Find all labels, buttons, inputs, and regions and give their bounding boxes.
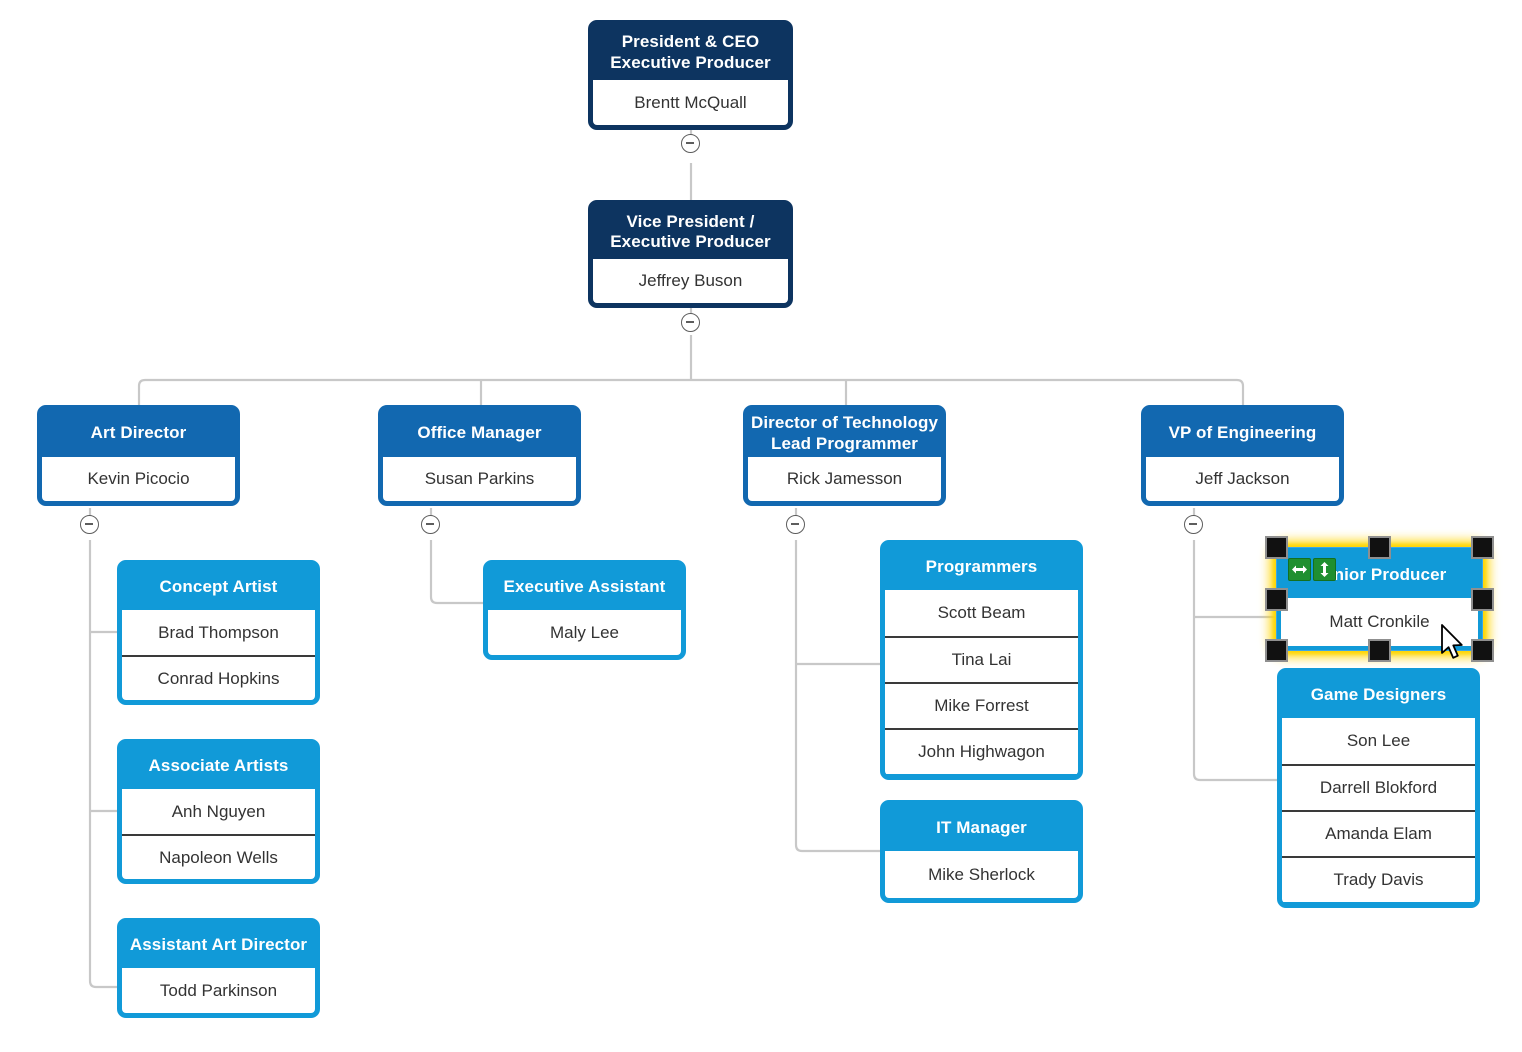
node-title-line1: Associate Artists [148,756,289,776]
node-director-of-technology[interactable]: Director of Technology Lead Programmer R… [743,405,946,506]
node-office-manager[interactable]: Office Manager Susan Parkins [378,405,581,506]
node-title: Director of Technology Lead Programmer [748,410,941,457]
node-title-line1: Director of Technology [750,413,938,433]
node-name-row: Maly Lee [488,610,681,655]
node-title: Office Manager [383,410,576,457]
node-name-row: Scott Beam [885,590,1078,636]
collapse-button-vp-of-engineering[interactable] [1184,515,1203,534]
node-name-row: Susan Parkins [383,457,576,501]
node-president-ceo[interactable]: President & CEO Executive Producer Brent… [588,20,793,130]
node-title: Vice President / Executive Producer [593,205,788,259]
collapse-button-office-manager[interactable] [421,515,440,534]
node-title-line1: Art Director [90,423,187,443]
node-title-line1: Senior Producer [1312,564,1447,584]
node-name-row: Conrad Hopkins [122,655,315,700]
resize-handle-middle-right[interactable] [1471,588,1494,611]
node-name-row: Brad Thompson [122,610,315,655]
node-title-line1: VP of Engineering [1168,423,1317,443]
node-title-line2: Lead Programmer [771,433,918,453]
node-title-line1: Executive Assistant [503,577,666,597]
node-concept-artist[interactable]: Concept Artist Brad Thompson Conrad Hopk… [117,560,320,705]
node-title-line1: Office Manager [417,423,542,443]
collapse-button-art-director[interactable] [80,515,99,534]
node-title: Concept Artist [122,565,315,610]
node-name-row: Darrell Blokford [1282,764,1475,810]
node-name-row: Mike Sherlock [885,851,1078,898]
node-title: VP of Engineering [1146,410,1339,457]
resize-handle-middle-left[interactable] [1265,588,1288,611]
node-name-row: Tina Lai [885,636,1078,682]
node-executive-assistant[interactable]: Executive Assistant Maly Lee [483,560,686,660]
collapse-button-director-of-technology[interactable] [786,515,805,534]
node-title-line1: President & CEO [621,32,760,52]
resize-handle-bottom-right[interactable] [1471,639,1494,662]
node-name-row: Rick Jamesson [748,457,941,501]
node-name-row: Brentt McQuall [593,80,788,125]
node-it-manager[interactable]: IT Manager Mike Sherlock [880,800,1083,903]
node-assistant-art-director[interactable]: Assistant Art Director Todd Parkinson [117,918,320,1018]
node-title-line2: Executive Producer [610,232,771,251]
node-associate-artists[interactable]: Associate Artists Anh Nguyen Napoleon We… [117,739,320,884]
resize-handle-bottom-left[interactable] [1265,639,1288,662]
node-name-row: Trady Davis [1282,856,1475,902]
node-title: Programmers [885,545,1078,590]
node-title-line2: Executive Producer [610,52,771,72]
node-name-row: Todd Parkinson [122,968,315,1013]
node-title: Associate Artists [122,744,315,789]
node-title-line1: Assistant Art Director [129,935,308,955]
resize-horizontal-icon[interactable] [1288,558,1311,581]
node-title-line1: Concept Artist [159,577,278,597]
node-name-row: Kevin Picocio [42,457,235,501]
node-name-row: Mike Forrest [885,682,1078,728]
resize-handle-top-right[interactable] [1471,536,1494,559]
node-name-row: Jeffrey Buson [593,259,788,303]
node-title: President & CEO Executive Producer [593,25,788,80]
node-title-line1: Game Designers [1310,685,1447,705]
node-name-row: Amanda Elam [1282,810,1475,856]
node-name-row: Jeff Jackson [1146,457,1339,501]
node-title: Art Director [42,410,235,457]
node-title-line1: Programmers [925,557,1038,577]
node-game-designers[interactable]: Game Designers Son Lee Darrell Blokford … [1277,668,1480,908]
resize-handle-bottom-center[interactable] [1368,639,1391,662]
node-vice-president[interactable]: Vice President / Executive Producer Jeff… [588,200,793,308]
resize-handle-top-center[interactable] [1368,536,1391,559]
node-title-line1: IT Manager [936,817,1027,837]
node-name-row: Anh Nguyen [122,789,315,834]
node-vp-of-engineering[interactable]: VP of Engineering Jeff Jackson [1141,405,1344,506]
node-title-line1: Vice President / [626,211,755,231]
node-name-row: Son Lee [1282,718,1475,764]
node-programmers[interactable]: Programmers Scott Beam Tina Lai Mike For… [880,540,1083,780]
node-name-row: John Highwagon [885,728,1078,774]
resize-handle-top-left[interactable] [1265,536,1288,559]
resize-vertical-icon[interactable] [1313,558,1336,581]
node-art-director[interactable]: Art Director Kevin Picocio [37,405,240,506]
node-title: Assistant Art Director [122,923,315,968]
collapse-button-vice-president[interactable] [681,313,700,332]
node-name-row: Napoleon Wells [122,834,315,879]
collapse-button-ceo[interactable] [681,134,700,153]
node-title: Game Designers [1282,673,1475,718]
node-title: Executive Assistant [488,565,681,610]
node-title: IT Manager [885,805,1078,851]
